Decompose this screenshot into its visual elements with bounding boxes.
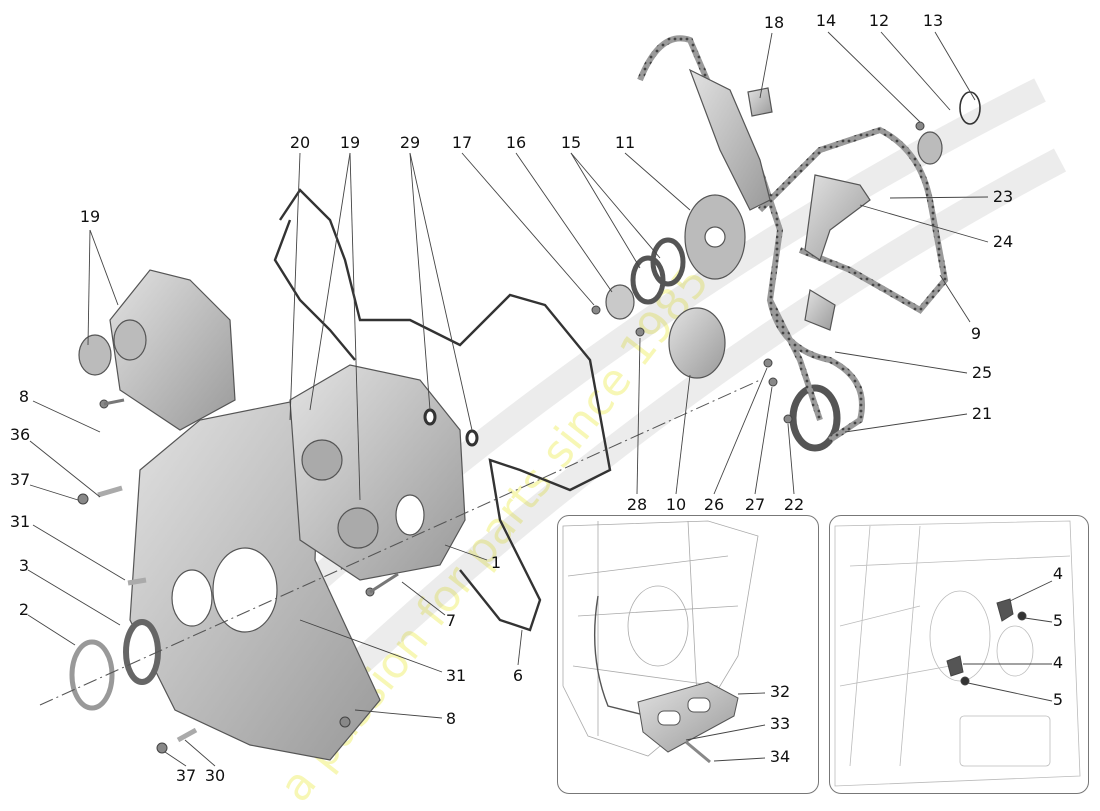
callout-18: 18: [763, 13, 785, 32]
callout-24: 24: [992, 232, 1014, 251]
bolts: [77, 121, 925, 754]
callout-25: 25: [971, 363, 993, 382]
callout-34: 34: [769, 747, 791, 766]
callout-30: 30: [204, 766, 226, 785]
callout-14: 14: [815, 11, 837, 30]
center-axis-line: [39, 379, 761, 706]
callout-4-upper: 4: [1052, 564, 1064, 583]
gasket-left: [273, 219, 356, 361]
callout-4-lower: 4: [1052, 653, 1064, 672]
inset-brackets: [829, 515, 1089, 794]
callout-15: 15: [560, 133, 582, 152]
callout-3: 3: [18, 556, 30, 575]
inset-oil-pan-bracket: [557, 515, 819, 794]
inset-oil-pan-bracket-illustration: [562, 520, 766, 764]
timing-gears: [605, 91, 981, 452]
callout-12: 12: [868, 11, 890, 30]
callout-23: 23: [992, 187, 1014, 206]
callout-13: 13: [922, 11, 944, 30]
callout-32: 32: [769, 682, 791, 701]
callout-5-lower: 5: [1052, 690, 1064, 709]
callout-20: 20: [289, 133, 311, 152]
callout-6: 6: [512, 666, 524, 685]
callout-9: 9: [970, 324, 982, 343]
callout-17: 17: [451, 133, 473, 152]
inset-brackets-illustration: [834, 520, 1081, 787]
callout-19-left: 19: [79, 207, 101, 226]
callout-36: 36: [9, 425, 31, 444]
callout-29: 29: [399, 133, 421, 152]
callout-1: 1: [490, 553, 502, 572]
callout-31-left: 31: [9, 512, 31, 531]
callout-26: 26: [703, 495, 725, 514]
front-seal-rings: [69, 619, 161, 711]
callout-19-upper: 19: [339, 133, 361, 152]
callout-8-lower: 8: [445, 709, 457, 728]
inner-cover: [289, 364, 466, 581]
callout-28: 28: [626, 495, 648, 514]
chain-guides: [688, 68, 871, 331]
leader-lines: [27, 31, 989, 767]
callout-2: 2: [18, 600, 30, 619]
callout-8-upper: 8: [18, 387, 30, 406]
timing-chains: [637, 35, 949, 443]
callout-7: 7: [445, 611, 457, 630]
callout-21: 21: [971, 404, 993, 423]
callout-10: 10: [665, 495, 687, 514]
gasket-upper: [279, 188, 612, 632]
callout-33: 33: [769, 714, 791, 733]
callout-37-left: 37: [9, 470, 31, 489]
callout-5-upper: 5: [1052, 611, 1064, 630]
timing-cover-main: [78, 269, 381, 761]
callout-27: 27: [744, 495, 766, 514]
callout-22: 22: [783, 495, 805, 514]
callout-31-center: 31: [445, 666, 467, 685]
callout-11: 11: [614, 133, 636, 152]
callout-37-bottom: 37: [175, 766, 197, 785]
callout-16: 16: [505, 133, 527, 152]
